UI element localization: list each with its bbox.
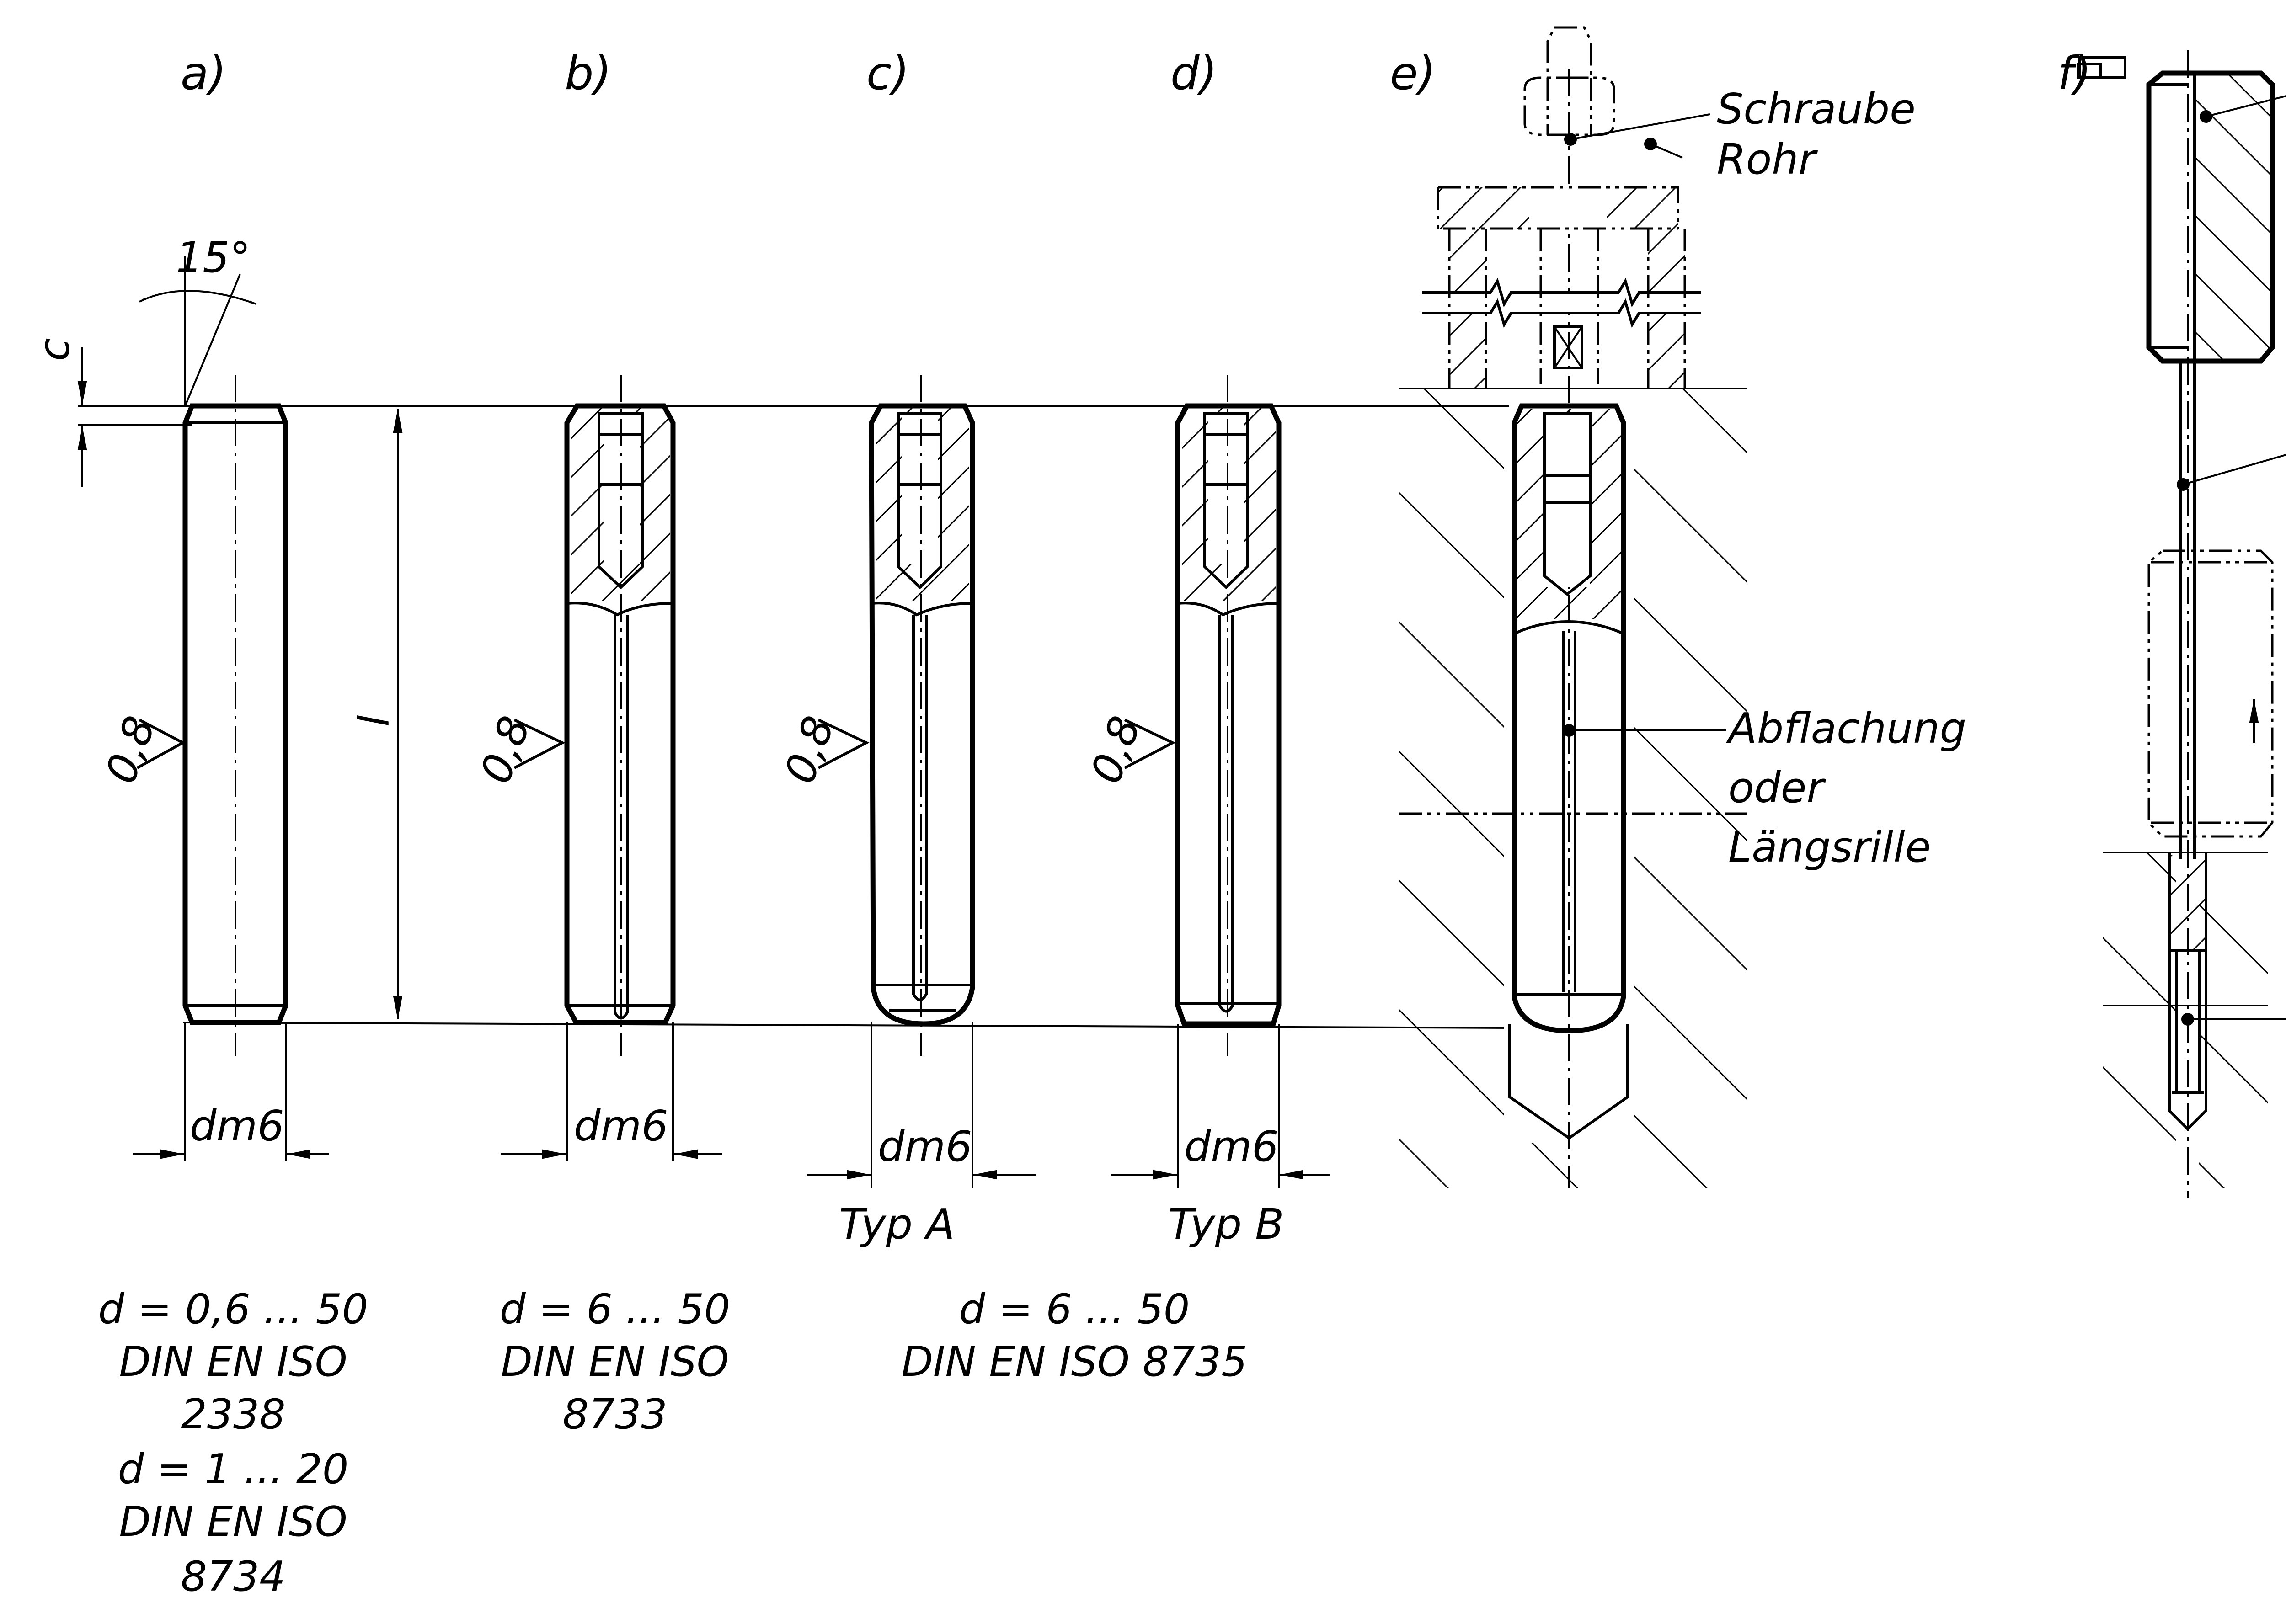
view-label-e: e) — [1390, 47, 1436, 100]
norm-a1-line2: 2338 — [181, 1390, 285, 1438]
pin-a-plain: 15° c l 0,8 dm6 — [30, 233, 403, 1161]
roughness-label-b: 0,8 — [471, 710, 540, 789]
diameter-label-a: dm6 — [190, 1102, 284, 1150]
pin-length-label: l — [350, 715, 399, 727]
range-b: d = 6 ... 50 — [500, 1285, 731, 1333]
norm-a2-line1: DIN EN ISO — [119, 1498, 347, 1546]
view-label-c: c) — [866, 47, 909, 100]
view-labels: a) b) c) d) e) f) — [181, 47, 2091, 100]
roughness-label-d: 0,8 — [1081, 710, 1150, 789]
norm-a2-line2: 8734 — [181, 1553, 285, 1601]
callout-flat-line3: Längsrille — [1728, 823, 1931, 872]
diameter-label-d: dm6 — [1184, 1122, 1279, 1171]
callout-flat-line2: oder — [1728, 763, 1826, 812]
pin-c-type-a: 0,8 dm6 Typ A — [775, 375, 1036, 1249]
diameter-label-b: dm6 — [574, 1102, 668, 1150]
view-label-d: d) — [1170, 47, 1218, 100]
standards-captions: d = 0,6 ... 50 DIN EN ISO 2338 d = 1 ...… — [98, 1285, 1248, 1601]
roughness-label-c: 0,8 — [775, 710, 844, 789]
norm-a1-line1: DIN EN ISO — [119, 1338, 347, 1386]
bottom-reference-line — [182, 1022, 1628, 1029]
chamfer-length-label: c — [30, 338, 79, 361]
callout-screw: Schraube — [1717, 85, 1916, 133]
pin-d-type-b: 0,8 dm6 Typ B — [1081, 375, 1330, 1249]
view-label-b: b) — [565, 47, 612, 100]
roughness-label-a: 0,8 — [96, 710, 165, 789]
norm-b-line1: DIN EN ISO — [501, 1338, 729, 1386]
chamfer-angle-label: 15° — [176, 233, 251, 282]
callout-tube: Rohr — [1717, 135, 1818, 184]
type-label-b: Typ B — [1168, 1200, 1284, 1249]
range-a2: d = 1 ... 20 — [118, 1445, 349, 1493]
range-cd: d = 6 ... 50 — [959, 1285, 1190, 1333]
pin-e-extraction-screw: Schraube Rohr Abflachung oder Längsrille — [1399, 26, 1966, 1188]
callout-flat-line1: Abflachung — [1726, 704, 1966, 753]
pin-b-internal-thread: 0,8 dm6 — [471, 375, 722, 1161]
norm-cd: DIN EN ISO 8735 — [902, 1338, 1248, 1386]
diameter-label-c: dm6 — [878, 1122, 972, 1171]
norm-b-line2: 8733 — [562, 1390, 667, 1438]
view-label-f: f) — [2057, 47, 2091, 100]
type-label-a: Typ A — [839, 1200, 955, 1249]
view-label-a: a) — [181, 47, 226, 100]
pin-f-slide-hammer: Schlag- gewicht Abzieh- stange Stift mit… — [2077, 50, 2286, 1198]
range-a1: d = 0,6 ... 50 — [98, 1285, 368, 1333]
